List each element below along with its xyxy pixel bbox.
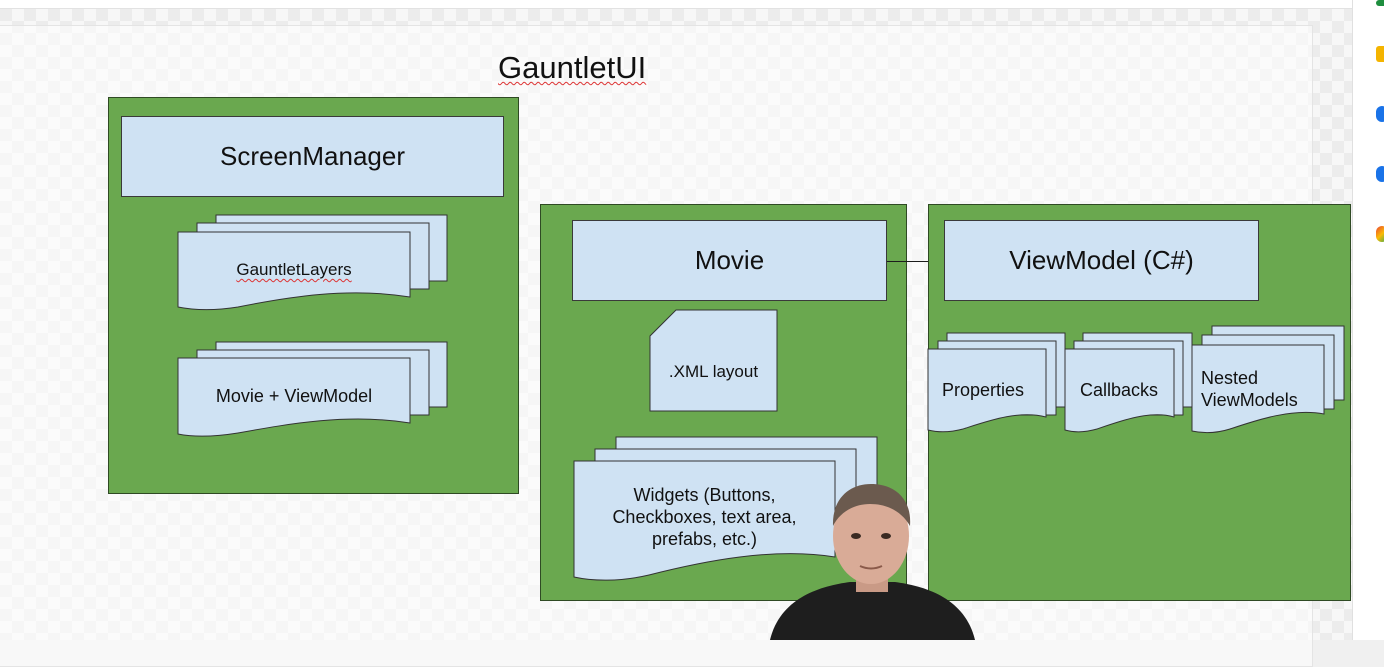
movie-viewmodel-stack: Movie + ViewModel: [177, 341, 448, 438]
gauntlet-layers-label: GauntletLayers: [236, 260, 352, 279]
slide-title-text: GauntletUI: [498, 50, 647, 85]
screen-manager-label: ScreenManager: [220, 141, 405, 171]
presenter-webcam: [770, 478, 975, 640]
properties-label: Properties: [941, 380, 1025, 400]
nested-viewmodels-label: Nested ViewModels: [1201, 368, 1298, 410]
presenter-figure: [770, 484, 975, 640]
properties-label-wrap: Properties: [928, 380, 1038, 402]
properties-shapes: [927, 332, 1066, 433]
side-panel: [1352, 0, 1384, 640]
slide-title: GauntletUI: [498, 50, 646, 86]
xml-layout-outline: [649, 309, 778, 412]
blue-circle-icon[interactable]: [1376, 106, 1384, 122]
multicolor-app-icon[interactable]: [1376, 226, 1384, 242]
movie-box: Movie: [572, 220, 887, 301]
movie-viewmodel-shapes: [177, 341, 448, 437]
xml-layout-label-wrap: .XML layout: [650, 362, 777, 383]
nested-viewmodels-stack: Nested ViewModels: [1191, 325, 1345, 436]
nested-viewmodels-shapes: [1191, 325, 1345, 434]
properties-stack: Properties: [927, 332, 1066, 436]
blue-person-icon[interactable]: [1376, 166, 1384, 182]
callbacks-label-wrap: Callbacks: [1065, 380, 1173, 402]
viewmodel-box: ViewModel (C#): [944, 220, 1259, 301]
widgets-stack: Widgets (Buttons, Checkboxes, text area,…: [573, 436, 878, 583]
nested-viewmodels-label-wrap: Nested ViewModels: [1201, 368, 1321, 412]
screen-manager-box: ScreenManager: [121, 116, 504, 197]
green-app-icon[interactable]: [1376, 0, 1384, 6]
callbacks-stack: Callbacks: [1064, 332, 1193, 436]
movie-label: Movie: [694, 245, 765, 275]
gauntlet-layers-label-wrap: GauntletLayers: [178, 260, 410, 281]
widgets-label-wrap: Widgets (Buttons, Checkboxes, text area,…: [582, 485, 827, 551]
movie-viewmodel-connector: [887, 261, 944, 262]
yellow-app-icon[interactable]: [1376, 46, 1384, 62]
viewmodel-label: ViewModel (C#): [1009, 245, 1194, 275]
widgets-shapes: [573, 436, 878, 581]
xml-layout-shape: .XML layout: [649, 309, 778, 412]
callbacks-label: Callbacks: [1079, 380, 1159, 400]
callbacks-shapes: [1064, 332, 1193, 433]
gauntlet-layers-stack: GauntletLayers: [177, 214, 448, 311]
widgets-label: Widgets (Buttons, Checkboxes, text area,…: [612, 485, 797, 549]
top-bar: [0, 0, 1352, 9]
movie-viewmodel-label: Movie + ViewModel: [215, 386, 373, 406]
movie-viewmodel-label-wrap: Movie + ViewModel: [178, 386, 410, 408]
xml-layout-label: .XML layout: [668, 362, 759, 381]
gauntlet-layers-shapes: [177, 214, 448, 311]
